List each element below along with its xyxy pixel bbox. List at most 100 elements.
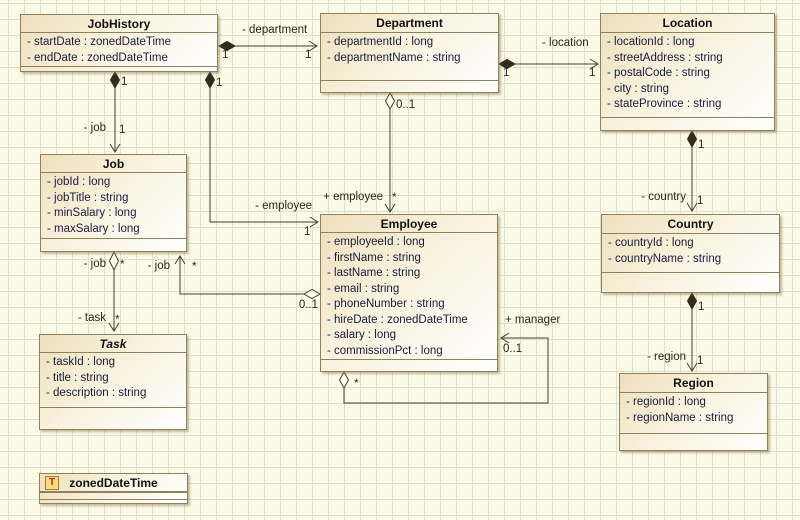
attribute[interactable]: - phoneNumber : string xyxy=(327,298,445,310)
multiplicity-label[interactable]: 1 xyxy=(119,124,126,136)
attribute[interactable]: - description : string xyxy=(46,387,147,399)
attribute[interactable]: - email : string xyxy=(327,282,400,295)
open-arrowhead-icon xyxy=(308,40,318,52)
multiplicity-label[interactable]: 1 xyxy=(698,301,705,313)
attribute[interactable]: - employeeId : long xyxy=(327,236,425,248)
role-label[interactable]: + employee xyxy=(323,191,383,203)
multiplicity-label[interactable]: 1 xyxy=(589,67,596,79)
composition-diamond-icon xyxy=(204,70,216,90)
attribute[interactable]: - taskId : long xyxy=(46,356,116,368)
multiplicity-label[interactable]: 0..1 xyxy=(503,343,523,355)
edge-department-location[interactable] xyxy=(497,58,599,70)
multiplicity-label[interactable]: 1 xyxy=(222,49,229,61)
attribute[interactable]: - departmentId : long xyxy=(327,36,434,48)
class-task[interactable]: Task - taskId : long - title : string - … xyxy=(39,334,187,430)
attribute[interactable]: - locationId : long xyxy=(607,36,695,48)
multiplicity-label[interactable]: 1 xyxy=(503,67,510,79)
class-title[interactable]: Job xyxy=(41,155,186,173)
class-title[interactable]: Country xyxy=(602,215,779,234)
attribute[interactable]: - stateProvince : string xyxy=(607,98,722,110)
class-jobhistory[interactable]: JobHistory - startDate : zonedDateTime -… xyxy=(20,14,218,72)
open-arrowhead-icon xyxy=(686,202,698,212)
edge-department-employee[interactable] xyxy=(384,91,396,213)
attribute[interactable]: - lastName : string xyxy=(327,267,421,279)
multiplicity-label[interactable]: * xyxy=(115,314,120,326)
class-title[interactable]: Department xyxy=(321,14,498,33)
attribute[interactable]: - countryName : string xyxy=(608,252,722,265)
attributes-compartment: - locationId : long - streetAddress : st… xyxy=(601,33,774,117)
open-arrowhead-icon xyxy=(309,216,319,228)
multiplicity-label[interactable]: 1 xyxy=(304,226,311,238)
multiplicity-label[interactable]: * xyxy=(392,192,397,204)
edge-line[interactable] xyxy=(209,72,317,223)
class-department[interactable]: Department - departmentId : long - depar… xyxy=(320,13,499,93)
multiplicity-label[interactable]: 0..1 xyxy=(396,99,416,111)
edge-country-region[interactable] xyxy=(686,291,698,372)
multiplicity-label[interactable]: 1 xyxy=(698,139,705,151)
datatype-title[interactable]: T zonedDateTime xyxy=(40,474,187,492)
role-label[interactable]: - country xyxy=(641,191,686,203)
multiplicity-label[interactable]: * xyxy=(192,261,197,273)
attribute[interactable]: - jobTitle : string xyxy=(47,191,129,204)
attribute[interactable]: - hireDate : zonedDateTime xyxy=(327,313,468,326)
class-location[interactable]: Location - locationId : long - streetAdd… xyxy=(600,13,775,131)
datatype-zoneddatetime[interactable]: T zonedDateTime xyxy=(39,473,188,504)
multiplicity-label[interactable]: 1 xyxy=(697,355,704,367)
class-title[interactable]: Region xyxy=(620,374,767,393)
role-label[interactable]: - region xyxy=(647,351,686,363)
attributes-compartment: - startDate : zonedDateTime - endDate : … xyxy=(21,33,217,66)
attribute[interactable]: - regionId : long xyxy=(626,396,706,408)
role-label[interactable]: - department xyxy=(242,24,308,36)
role-label[interactable]: - task xyxy=(77,312,106,324)
attribute[interactable]: - departmentName : string xyxy=(327,51,461,64)
edge-jobhistory-employee[interactable] xyxy=(204,70,319,228)
role-label[interactable]: - job xyxy=(147,260,170,272)
attribute[interactable]: - countryId : long xyxy=(608,237,694,249)
edge-line[interactable] xyxy=(343,337,549,404)
class-title[interactable]: Employee xyxy=(321,215,497,233)
multiplicity-label[interactable]: 0..1 xyxy=(298,299,318,311)
role-label[interactable]: - job xyxy=(83,258,106,270)
class-title[interactable]: Location xyxy=(601,14,774,33)
edge-employee-job[interactable] xyxy=(174,255,322,300)
role-label[interactable]: + manager xyxy=(505,314,561,326)
multiplicity-label[interactable]: 1 xyxy=(121,76,128,88)
edge-employee-manager[interactable] xyxy=(338,332,549,404)
attribute[interactable]: - city : string xyxy=(607,82,669,95)
attribute[interactable]: - maxSalary : long xyxy=(47,222,140,235)
attribute[interactable]: - streetAddress : string xyxy=(607,51,723,64)
attribute[interactable]: - title : string xyxy=(46,371,109,384)
attribute[interactable]: - regionName : string xyxy=(626,411,734,424)
class-title[interactable]: Task xyxy=(40,335,186,353)
edge-job-task[interactable] xyxy=(108,250,120,332)
class-job[interactable]: Job - jobId : long - jobTitle : string -… xyxy=(40,154,187,252)
attribute[interactable]: - minSalary : long xyxy=(47,207,137,219)
role-label[interactable]: - job xyxy=(83,122,106,134)
attribute[interactable]: - postalCode : string xyxy=(607,67,710,79)
attribute[interactable]: - jobId : long xyxy=(47,176,111,188)
attribute[interactable]: - endDate : zonedDateTime xyxy=(27,51,168,64)
class-country[interactable]: Country - countryId : long - countryName… xyxy=(601,214,780,293)
class-region[interactable]: Region - regionId : long - regionName : … xyxy=(619,373,768,451)
role-label[interactable]: - employee xyxy=(255,200,312,212)
composition-diamond-icon xyxy=(686,291,698,311)
aggregation-diamond-icon xyxy=(384,91,396,111)
multiplicity-label[interactable]: 1 xyxy=(216,77,223,89)
attribute[interactable]: - firstName : string xyxy=(327,251,421,264)
composition-diamond-icon xyxy=(217,40,237,52)
multiplicity-label[interactable]: * xyxy=(354,378,359,390)
operations-compartment xyxy=(602,272,779,292)
edge-location-country[interactable] xyxy=(686,129,698,212)
class-employee[interactable]: Employee - employeeId : long - firstName… xyxy=(320,214,498,372)
multiplicity-label[interactable]: 1 xyxy=(305,49,312,61)
attribute[interactable]: - commissionPct : long xyxy=(327,344,443,357)
multiplicity-label[interactable]: * xyxy=(120,259,125,271)
edge-jobhistory-job[interactable] xyxy=(109,70,121,153)
multiplicity-label[interactable]: 1 xyxy=(697,195,704,207)
edge-line[interactable] xyxy=(179,256,304,295)
class-title[interactable]: JobHistory xyxy=(21,15,217,33)
attribute[interactable]: - salary : long xyxy=(327,329,397,341)
edge-jobhistory-department[interactable] xyxy=(217,40,318,52)
role-label[interactable]: - location xyxy=(542,37,589,49)
attribute[interactable]: - startDate : zonedDateTime xyxy=(27,36,172,48)
